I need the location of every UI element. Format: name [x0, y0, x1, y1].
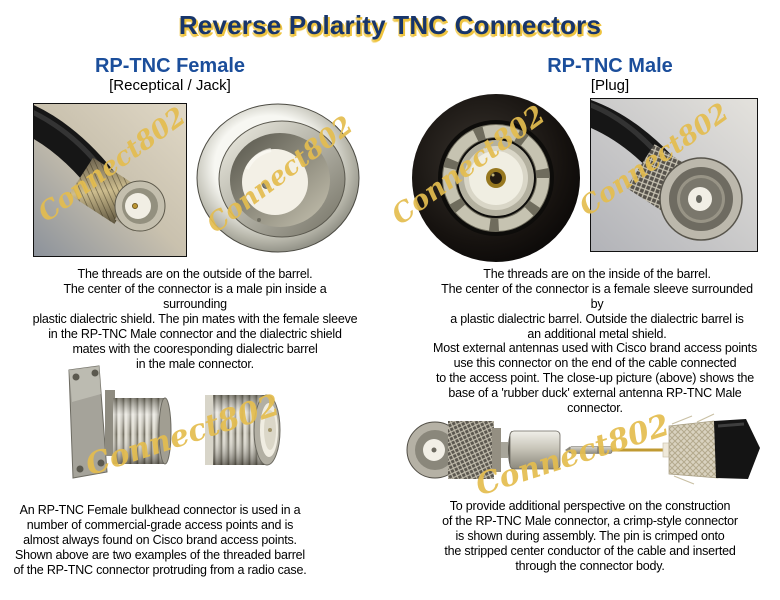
male-antenna-description: Most external antennas used with Cisco b…	[433, 341, 757, 415]
rp-tnc-male-cable-photo	[590, 98, 758, 252]
rp-tnc-female-face-photo	[196, 103, 360, 253]
page-title: Reverse Polarity TNC Connectors	[178, 10, 602, 40]
female-description: The threads are on the outside of the ba…	[32, 267, 358, 371]
female-bulkhead-description: An RP-TNC Female bulkhead connector is u…	[13, 503, 307, 577]
male-crimp-description: To provide additional perspective on the…	[442, 499, 738, 573]
female-heading: RP-TNC Female	[94, 55, 246, 77]
rp-tnc-female-bulkhead-photo	[68, 365, 281, 479]
rp-tnc-female-cable-photo	[33, 103, 187, 257]
rp-tnc-male-antenna-base-photo	[412, 94, 580, 262]
rp-tnc-male-crimp-assembly-photo	[406, 413, 760, 485]
male-heading: RP-TNC Male	[547, 55, 673, 77]
female-column-header: RP-TNC Female [Receptical / Jack]	[20, 55, 320, 94]
male-description: The threads are on the inside of the bar…	[441, 267, 753, 341]
female-subheading: [Receptical / Jack]	[109, 77, 231, 94]
male-column-header: RP-TNC Male [Plug]	[460, 55, 760, 94]
male-subheading: [Plug]	[590, 77, 630, 94]
